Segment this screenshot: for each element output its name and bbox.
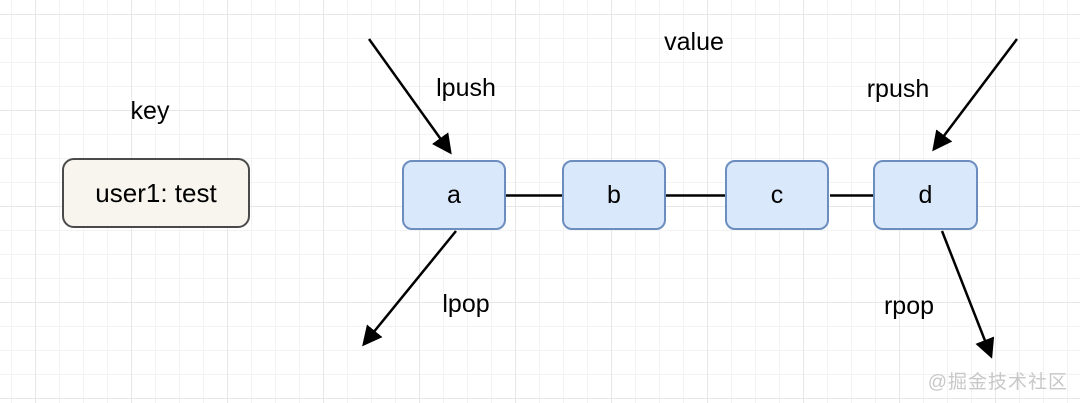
list-node-a: a [402,160,506,230]
lpop-arrow [362,230,457,347]
list-node-d: d [873,160,978,230]
list-node-b: b [562,160,666,230]
list-node-c: c [725,160,829,230]
list-node-label: a [447,180,461,209]
rpop-arrow [940,230,995,359]
rpop-label: rpop [883,292,935,320]
value-label: value [664,28,724,56]
list-node-label: b [607,180,621,209]
key-label: key [130,97,170,125]
rpush-arrow [932,38,1018,152]
rpush-label: rpush [866,75,930,103]
list-node-label: c [770,180,784,209]
key-node-label: user1: test [95,177,217,208]
list-node-label: d [918,180,933,209]
key-node: user1: test [62,158,250,228]
lpop-label: lpop [442,290,490,318]
watermark: @掘金技术社区 [927,372,1068,393]
lpush-label: lpush [436,74,496,102]
